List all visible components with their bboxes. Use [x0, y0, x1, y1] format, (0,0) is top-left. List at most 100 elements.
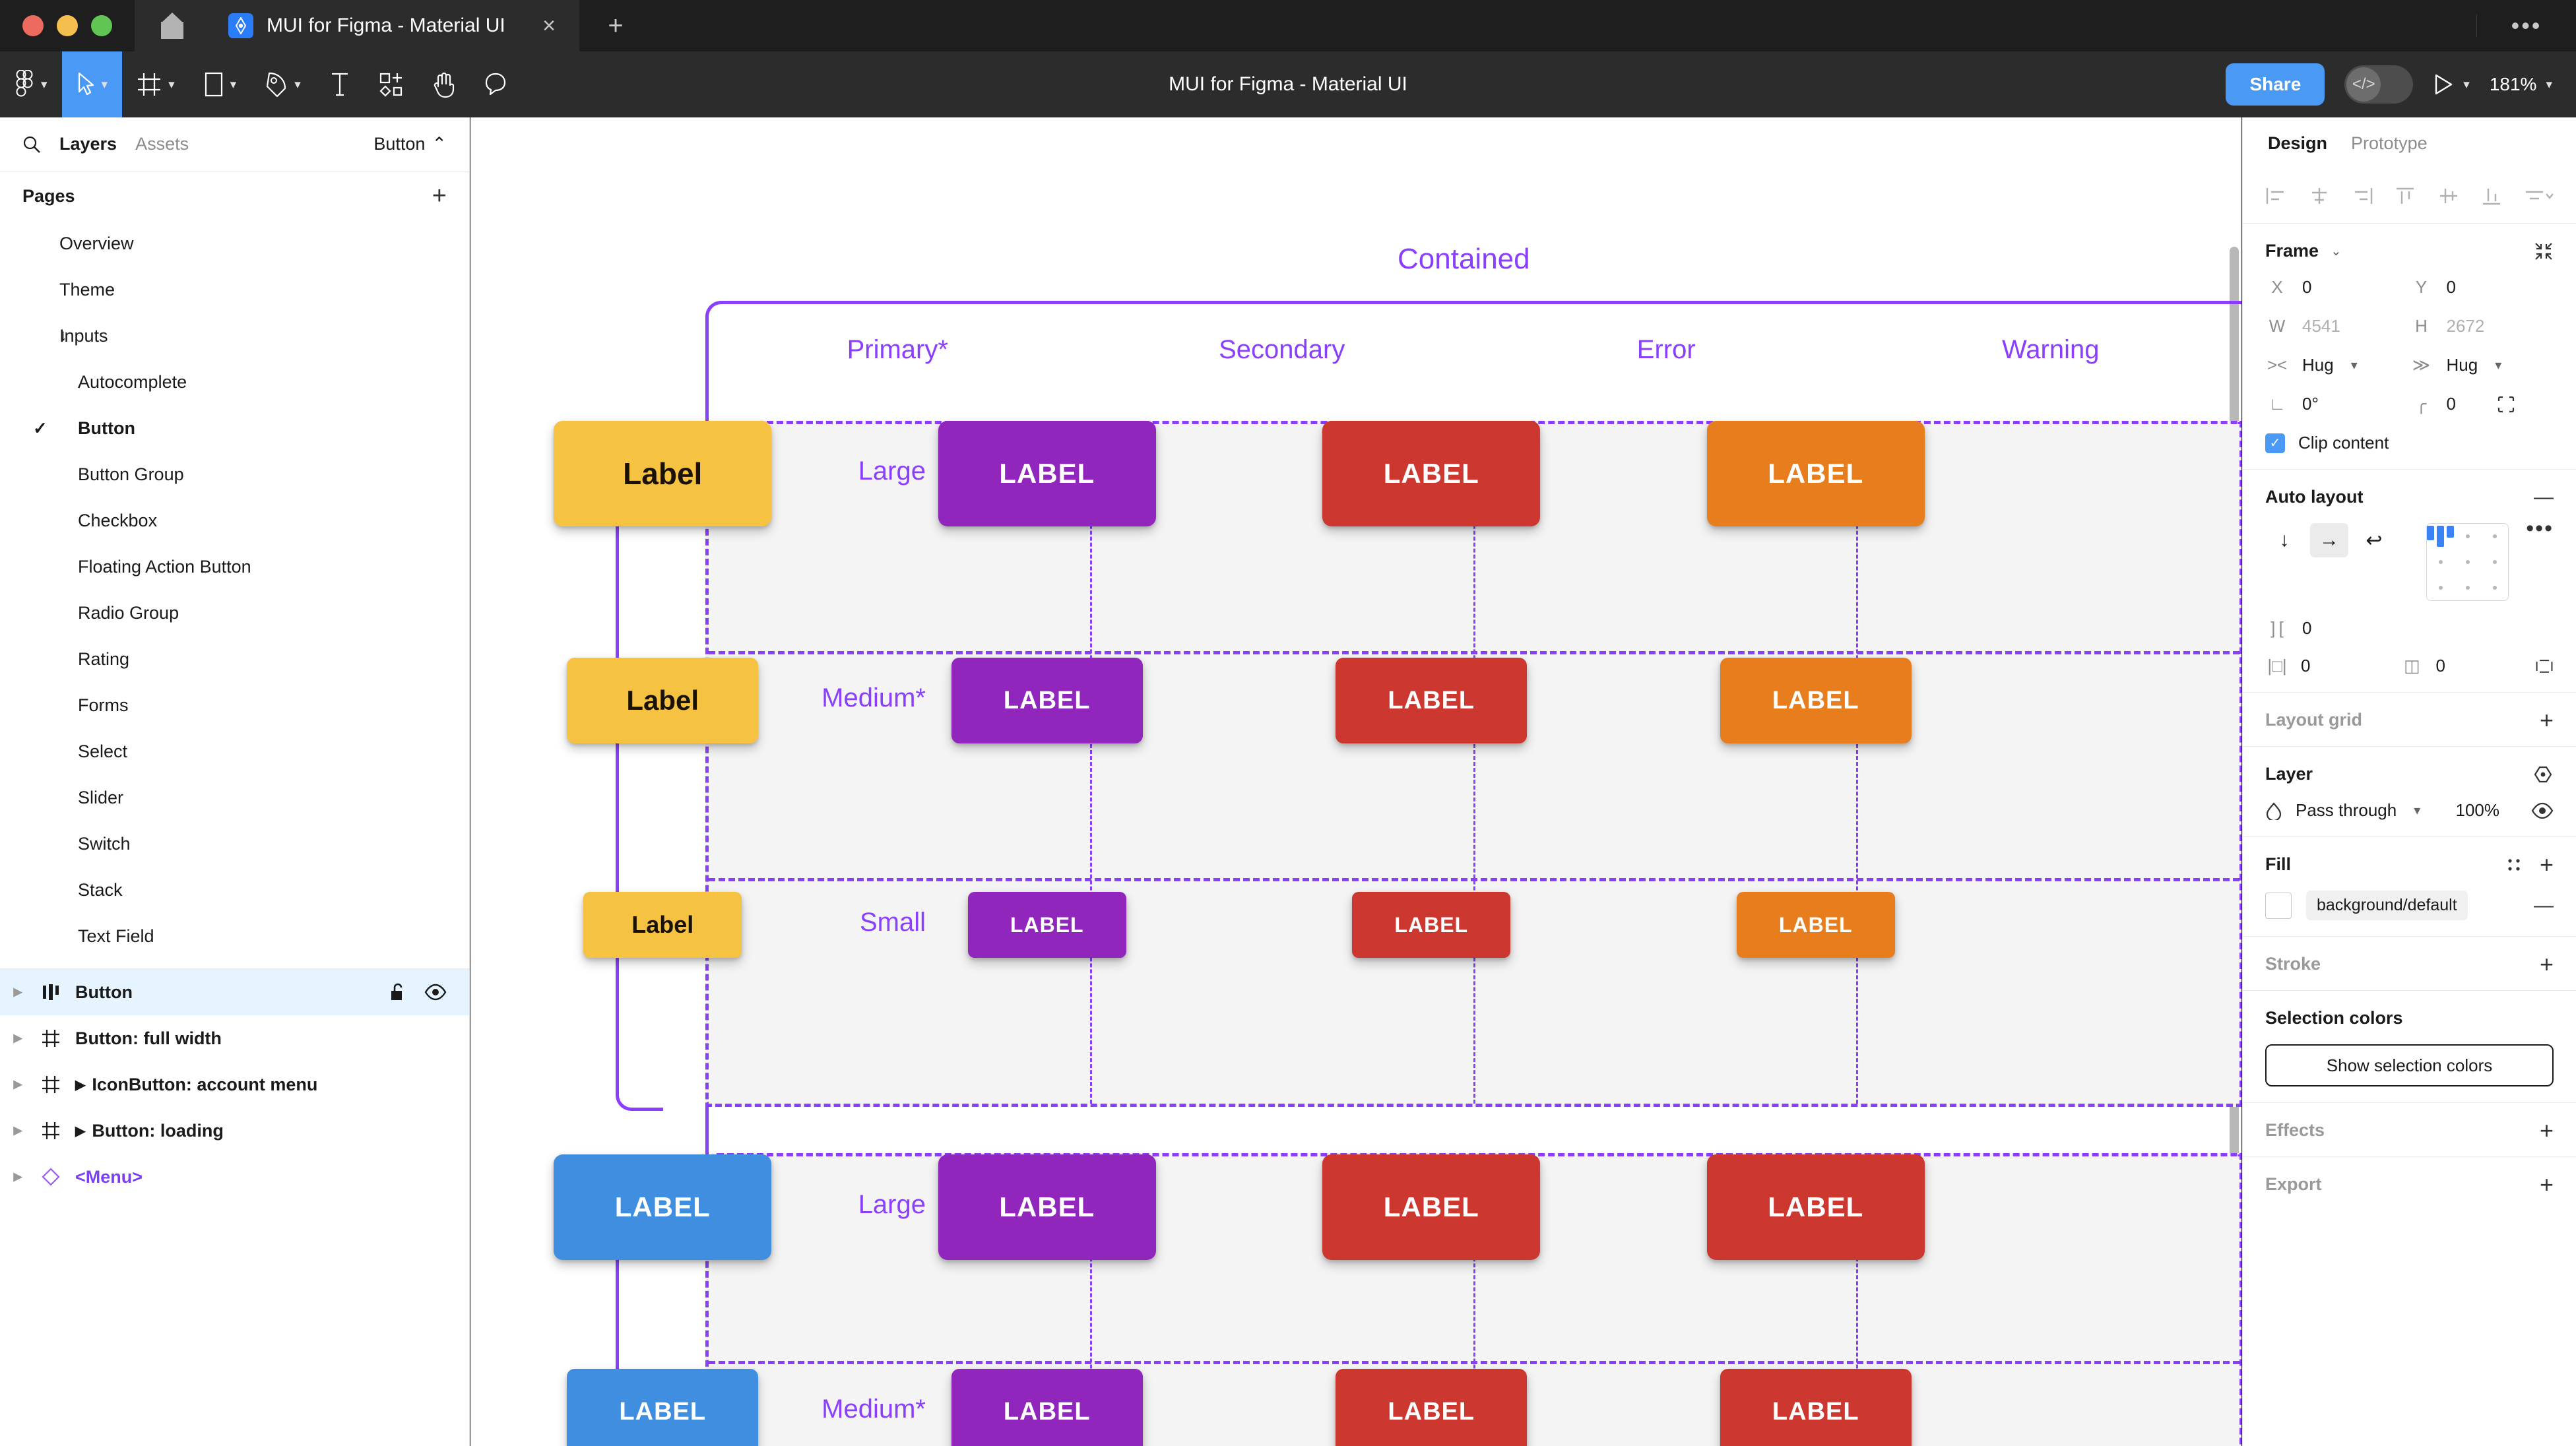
align-vertical-center-icon[interactable] — [2437, 186, 2460, 206]
page-item-button[interactable]: ✓Button — [0, 405, 469, 451]
material-button[interactable]: LABEL — [567, 1369, 759, 1446]
layer-settings-icon[interactable] — [2532, 765, 2554, 784]
vertical-padding-field[interactable]: ◫ 0 — [2400, 656, 2521, 676]
layer-visibility-icon[interactable] — [2531, 802, 2554, 819]
material-button[interactable]: Label — [583, 892, 742, 958]
expand-triangle-icon[interactable]: ▶ — [75, 1123, 86, 1139]
expand-caret-icon[interactable]: ▶ — [13, 1078, 22, 1090]
add-export-button[interactable]: + — [2539, 1170, 2554, 1198]
align-bottom-icon[interactable] — [2480, 186, 2503, 206]
home-button[interactable] — [135, 0, 210, 51]
search-icon[interactable] — [22, 135, 41, 154]
page-item-forms[interactable]: Forms — [0, 682, 469, 728]
comment-tool-icon[interactable] — [470, 51, 521, 117]
page-item-autocomplete[interactable]: Autocomplete — [0, 359, 469, 405]
page-item-checkbox[interactable]: Checkbox — [0, 497, 469, 544]
material-button[interactable]: LABEL — [951, 1369, 1143, 1446]
direction-wrap-button[interactable]: ↩ — [2366, 529, 2383, 551]
material-button[interactable]: LABEL — [1336, 1369, 1528, 1446]
material-button[interactable]: LABEL — [1720, 658, 1912, 743]
page-item-stack[interactable]: Stack — [0, 867, 469, 913]
visibility-icon[interactable] — [424, 984, 447, 1001]
opacity-value[interactable]: 100% — [2455, 800, 2500, 820]
fill-style-token[interactable]: background/default — [2306, 891, 2468, 920]
gap-value[interactable]: 0 — [2302, 618, 2312, 638]
blend-mode-value[interactable]: Pass through — [2296, 800, 2397, 820]
add-page-button[interactable]: + — [432, 182, 447, 210]
present-button[interactable]: ▾ — [2433, 73, 2470, 96]
layer-row[interactable]: ▶Button: full width — [0, 1015, 469, 1061]
close-tab-icon[interactable]: × — [542, 13, 556, 38]
corner-radius-field[interactable]: ╭ 0 — [2410, 394, 2554, 414]
alignment-grid-picker[interactable] — [2426, 523, 2509, 601]
material-button[interactable]: LABEL — [1736, 892, 1895, 958]
clip-content-row[interactable]: ✓ Clip content — [2265, 433, 2554, 453]
align-right-icon[interactable] — [2351, 186, 2373, 206]
dev-mode-toggle[interactable]: </> — [2344, 65, 2414, 104]
shape-tool-icon[interactable]: ▾ — [189, 51, 251, 117]
tab-design[interactable]: Design — [2268, 133, 2328, 153]
height-field[interactable]: H 2672 — [2410, 316, 2554, 336]
minimize-window-button[interactable] — [57, 15, 78, 36]
align-top-icon[interactable] — [2394, 186, 2416, 206]
chevron-down-icon[interactable]: ⌄ — [2331, 244, 2342, 259]
remove-auto-layout-button[interactable]: — — [2534, 486, 2554, 508]
add-stroke-button[interactable]: + — [2539, 950, 2554, 978]
expand-caret-icon[interactable]: ▶ — [13, 1124, 22, 1137]
vertical-resizing-field[interactable]: ≫ Hug ▾ — [2410, 355, 2554, 375]
page-item-button-group[interactable]: Button Group — [0, 451, 469, 497]
material-button[interactable]: LABEL — [554, 1154, 772, 1260]
browser-menu-icon[interactable]: ••• — [2511, 12, 2542, 39]
page-item-rating[interactable]: Rating — [0, 636, 469, 682]
clip-content-checkbox[interactable]: ✓ — [2265, 433, 2285, 453]
add-layout-grid-button[interactable]: + — [2539, 706, 2554, 734]
components-tool-icon[interactable] — [364, 51, 418, 117]
expand-caret-icon[interactable]: ▶ — [13, 1170, 22, 1183]
add-effect-button[interactable]: + — [2539, 1116, 2554, 1144]
browser-tab[interactable]: MUI for Figma - Material UI × — [210, 0, 579, 51]
direction-horizontal-button[interactable]: → — [2310, 523, 2348, 557]
expand-caret-icon[interactable]: ▶ — [13, 1032, 22, 1044]
material-button[interactable]: LABEL — [938, 1154, 1156, 1260]
show-selection-colors-button[interactable]: Show selection colors — [2265, 1044, 2554, 1086]
page-item-overview[interactable]: Overview — [0, 220, 469, 267]
share-button[interactable]: Share — [2226, 63, 2325, 106]
material-button[interactable]: LABEL — [1720, 1369, 1912, 1446]
tab-assets[interactable]: Assets — [135, 134, 189, 154]
pen-tool-icon[interactable]: ▾ — [251, 51, 315, 117]
page-item-slider[interactable]: Slider — [0, 774, 469, 821]
x-position-field[interactable]: X 0 — [2265, 277, 2410, 298]
maximize-window-button[interactable] — [91, 15, 112, 36]
page-item-text-field[interactable]: Text Field — [0, 913, 469, 959]
text-tool-icon[interactable] — [315, 51, 364, 117]
material-button[interactable]: LABEL — [1706, 1154, 1925, 1260]
fill-styles-icon[interactable] — [2505, 856, 2523, 873]
material-button[interactable]: LABEL — [1336, 658, 1528, 743]
layer-row[interactable]: ▶Button — [0, 969, 469, 1015]
close-window-button[interactable] — [22, 15, 44, 36]
frame-tool-icon[interactable]: ▾ — [122, 51, 189, 117]
material-button[interactable]: Label — [567, 658, 759, 743]
page-item-floating-action-button[interactable]: Floating Action Button — [0, 544, 469, 590]
expand-caret-icon[interactable]: ▶ — [13, 986, 22, 998]
figma-logo-icon[interactable]: ▾ — [0, 51, 62, 117]
auto-layout-more-button[interactable]: ••• — [2526, 516, 2554, 541]
page-item-inputs[interactable]: ↓Inputs — [0, 313, 469, 359]
align-horizontal-center-icon[interactable] — [2308, 186, 2331, 206]
page-selector[interactable]: Button ⌃ — [373, 134, 447, 154]
unlock-icon[interactable] — [390, 983, 407, 1001]
move-tool-icon[interactable]: ▾ — [61, 51, 123, 117]
rotation-field[interactable]: ∟ 0° — [2265, 394, 2410, 414]
collapse-frame-icon[interactable] — [2534, 241, 2554, 261]
remove-fill-button[interactable]: — — [2534, 895, 2554, 916]
fill-color-swatch[interactable] — [2265, 892, 2292, 919]
page-item-select[interactable]: Select — [0, 728, 469, 774]
independent-corners-icon[interactable] — [2497, 395, 2515, 414]
add-fill-button[interactable]: + — [2539, 850, 2554, 878]
material-button[interactable]: LABEL — [1352, 892, 1511, 958]
align-left-icon[interactable] — [2265, 186, 2288, 206]
direction-vertical-button[interactable]: ↓ — [2279, 529, 2290, 551]
material-button[interactable]: LABEL — [1322, 421, 1541, 526]
layer-row[interactable]: ▶▶Button: loading — [0, 1108, 469, 1154]
